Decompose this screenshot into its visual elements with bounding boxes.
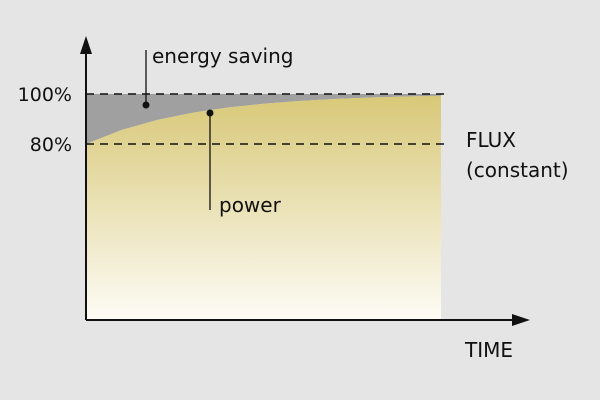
y-tick-label-100: 100% (18, 84, 72, 106)
energy-saving-marker (142, 101, 150, 109)
power-area (86, 95, 441, 320)
energy-saving-area (86, 94, 441, 144)
y-tick-label-80: 80% (30, 134, 72, 156)
flux-label: FLUX (466, 128, 516, 152)
y-axis-arrow (80, 36, 92, 54)
flux-constant-label: (constant) (466, 158, 569, 182)
x-axis-arrow (512, 314, 530, 326)
power-label: power (219, 193, 282, 217)
x-axis-label: TIME (464, 338, 513, 362)
power-marker (206, 109, 214, 117)
energy-saving-label: energy saving (152, 44, 293, 68)
